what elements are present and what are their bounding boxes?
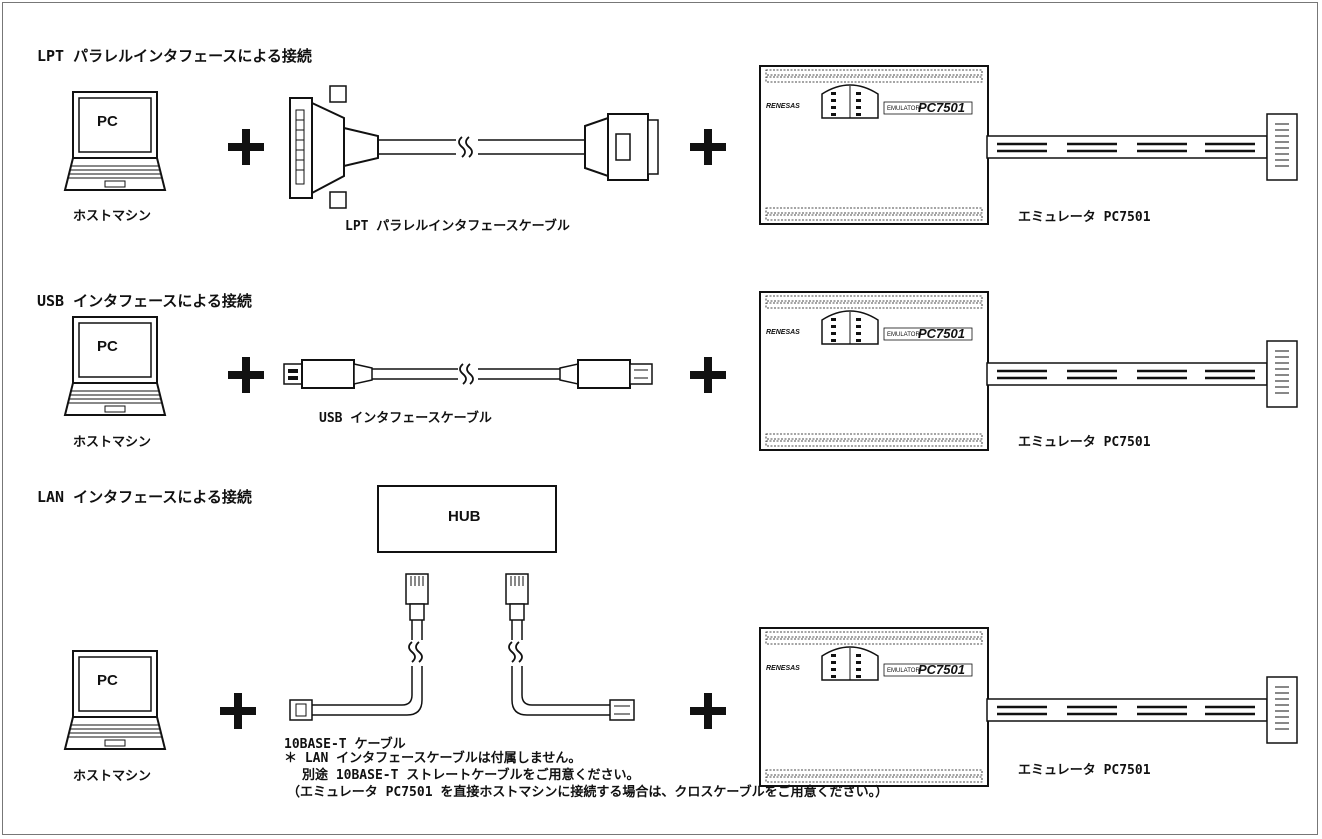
emulator-probe-cable-icon [985,339,1299,409]
emulator-caption: エミュレータ PC7501 [1018,763,1151,778]
emulator-brand: RENESAS [766,665,800,672]
usb-cable-caption: USB インタフェースケーブル [319,411,492,426]
plus-icon [228,357,264,393]
lan-cable-caption: 10BASE-T ケーブル [284,737,406,752]
emulator-pc7501-icon [759,291,989,451]
emulator-probe-cable-icon [985,675,1299,745]
lan-note-line-2: 別途 10BASE-T ストレートケーブルをご用意ください。 [302,768,640,783]
section-heading-lan: LAN インタフェースによる接続 [37,488,252,506]
pc-laptop-icon [64,91,166,191]
lan-cable-right-icon [504,573,635,721]
hub-box [377,485,557,553]
plus-icon [228,129,264,165]
emulator-pc7501-icon [759,627,989,787]
host-machine-caption: ホストマシン [73,209,152,224]
emulator-brand: RENESAS [766,329,800,336]
pc-screen-label: PC [97,338,118,355]
section-heading-usb: USB インタフェースによる接続 [37,292,252,310]
lan-note-line-3: （エミュレータ PC7501 を直接ホストマシンに接続する場合は、クロスケーブル… [287,785,889,800]
emulator-model: PC7501 [918,326,965,341]
lpt-cable-caption: LPT パラレルインタフェースケーブル [345,219,570,234]
emulator-model-prefix: EMULATOR [887,668,920,674]
pc-laptop-icon [64,650,166,750]
plus-icon [220,693,256,729]
emulator-model: PC7501 [918,100,965,115]
pc-screen-label: PC [97,113,118,130]
emulator-model-prefix: EMULATOR [887,106,920,112]
lpt-cable-icon [289,85,659,209]
emulator-brand: RENESAS [766,103,800,110]
host-machine-caption: ホストマシン [73,435,152,450]
emulator-pc7501-icon [759,65,989,225]
emulator-probe-cable-icon [985,112,1299,182]
pc-laptop-icon [64,316,166,416]
emulator-model: PC7501 [918,662,965,677]
lan-cable-left-icon [289,573,430,721]
usb-cable-icon [283,359,653,389]
section-heading-lpt: LPT パラレルインタフェースによる接続 [37,47,312,65]
plus-icon [690,693,726,729]
emulator-model-prefix: EMULATOR [887,332,920,338]
lan-note-line-1: ＊ LAN インタフェースケーブルは付属しません。 [284,751,582,766]
emulator-caption: エミュレータ PC7501 [1018,210,1151,225]
emulator-caption: エミュレータ PC7501 [1018,435,1151,450]
hub-label: HUB [448,508,481,525]
pc-screen-label: PC [97,672,118,689]
plus-icon [690,129,726,165]
host-machine-caption: ホストマシン [73,769,152,784]
plus-icon [690,357,726,393]
